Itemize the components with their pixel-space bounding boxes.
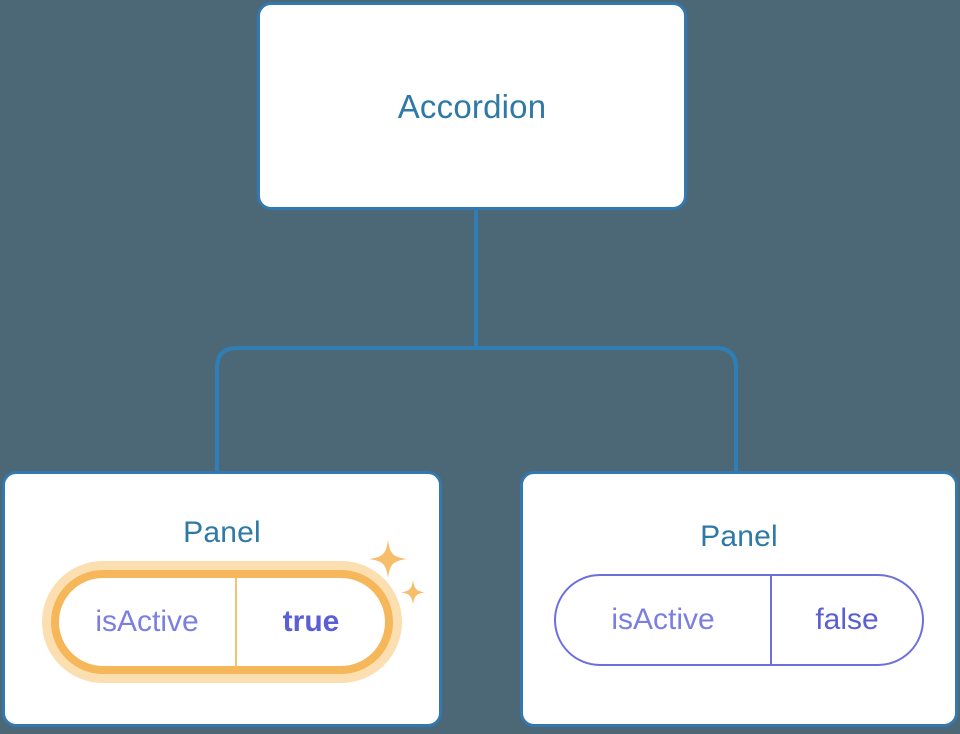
edge-root-to-panel-right bbox=[476, 346, 738, 471]
prop-pill-wrapper-active: isActive true bbox=[51, 540, 425, 674]
node-title-accordion: Accordion bbox=[397, 87, 547, 125]
edge-root-to-panel-left bbox=[215, 346, 476, 471]
prop-value-label: true bbox=[235, 578, 385, 666]
prop-pill-isactive-false[interactable]: isActive false bbox=[554, 574, 924, 666]
prop-value-label: false bbox=[770, 576, 922, 664]
sparkle-large-icon bbox=[369, 540, 407, 578]
tree-node-panel-active[interactable]: Panel isActive true bbox=[2, 471, 442, 727]
prop-key-label: isActive bbox=[95, 605, 199, 638]
tree-node-accordion[interactable]: Accordion bbox=[257, 2, 687, 210]
node-title-panel-active: Panel bbox=[183, 516, 261, 549]
prop-pill-isactive-true[interactable]: isActive true bbox=[51, 570, 393, 674]
prop-key-label: isActive bbox=[611, 603, 715, 636]
node-title-panel-inactive: Panel bbox=[700, 520, 778, 553]
prop-pill-wrapper-inactive: isActive false bbox=[554, 574, 924, 666]
sparkle-small-icon bbox=[401, 580, 425, 605]
tree-node-panel-inactive[interactable]: Panel isActive false bbox=[520, 471, 958, 727]
